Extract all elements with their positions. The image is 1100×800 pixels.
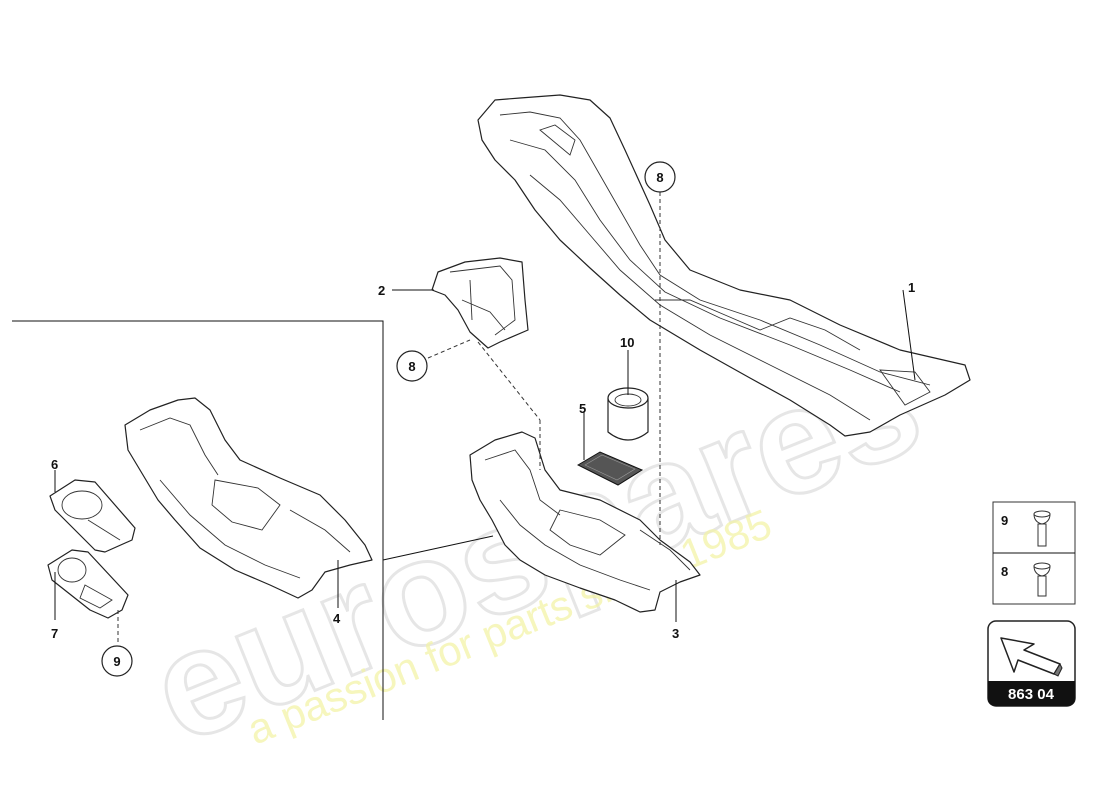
callout-3: 3	[672, 626, 679, 641]
part-3-console	[469, 431, 701, 613]
callout-8-left-circle	[396, 350, 428, 382]
legend-label-8: 8	[1001, 564, 1008, 579]
reference-badge: 863 04	[987, 620, 1076, 707]
dashed-leaders	[117, 192, 661, 645]
fastener-legend: 9 8	[992, 501, 1076, 605]
part-6-trim	[49, 479, 136, 553]
part-10-cup	[607, 387, 649, 441]
part-7-base	[47, 549, 129, 619]
callout-1: 1	[908, 280, 915, 295]
callout-7: 7	[51, 626, 58, 641]
callout-2: 2	[378, 283, 385, 298]
group-frame	[12, 320, 494, 720]
callout-9: 9	[113, 654, 120, 669]
screw-icon	[1033, 510, 1051, 547]
callout-8-top-circle	[644, 161, 676, 193]
callout-10: 10	[620, 335, 634, 350]
callout-5: 5	[579, 401, 586, 416]
reference-code: 863 04	[1008, 686, 1055, 703]
callout-6: 6	[51, 457, 58, 472]
callout-4: 4	[333, 611, 341, 626]
part-5-mat	[576, 451, 644, 486]
callout-8-top: 8	[656, 170, 663, 185]
arrow-icon	[1000, 637, 1063, 677]
callout-8-left: 8	[408, 359, 415, 374]
part-1-tunnel	[477, 94, 971, 437]
callouts: 1 2 3 4 5 6 7 10 8 8 9	[51, 161, 915, 677]
solid-leaders	[54, 289, 916, 622]
screw-icon	[1033, 562, 1051, 597]
callout-9-circle	[101, 645, 133, 677]
part-2-bracket	[431, 257, 529, 349]
part-4-console	[124, 397, 373, 599]
legend-label-9: 9	[1001, 513, 1008, 528]
